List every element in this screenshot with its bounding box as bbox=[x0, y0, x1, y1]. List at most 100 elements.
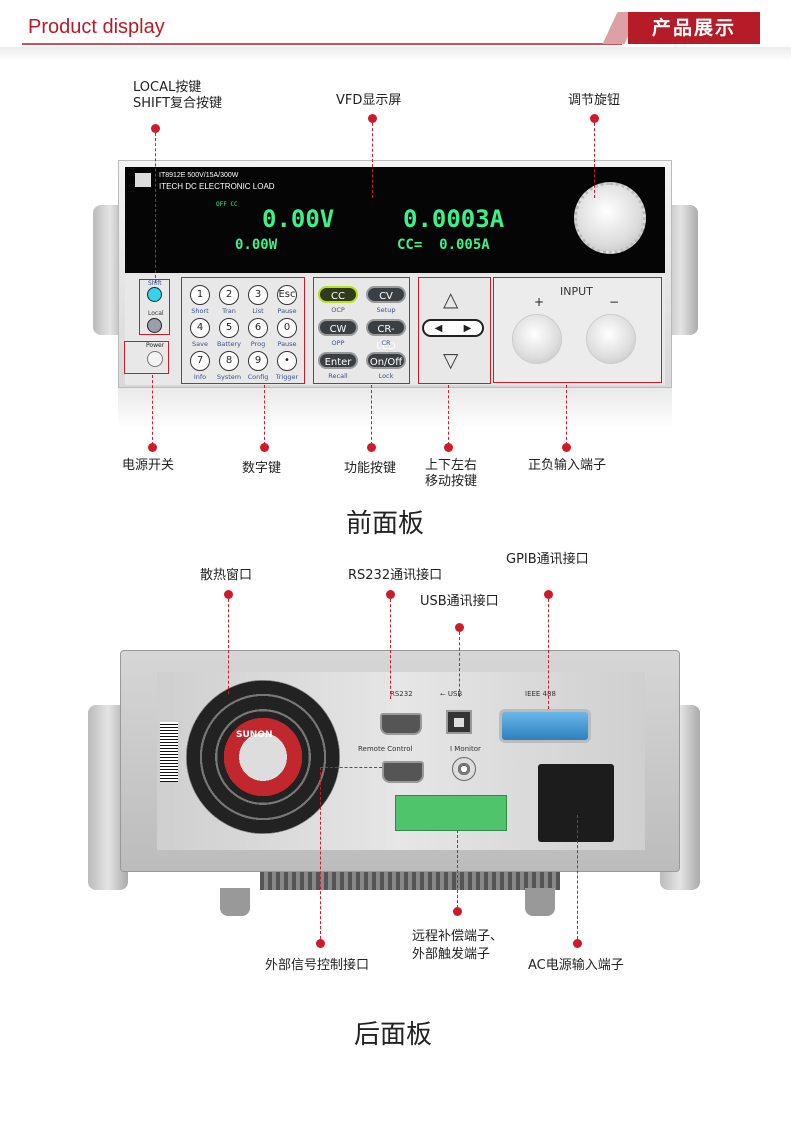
callout-line bbox=[320, 767, 321, 939]
remote-control-label: Remote Control bbox=[358, 745, 413, 753]
numeric-key[interactable]: 3 bbox=[248, 285, 268, 305]
numeric-key[interactable]: • bbox=[277, 351, 297, 371]
callout-dot bbox=[455, 623, 464, 632]
callout-line bbox=[548, 599, 549, 709]
numeric-key[interactable]: 8 bbox=[219, 351, 239, 371]
power-switch[interactable] bbox=[147, 351, 163, 367]
left-arrow-icon[interactable]: ◀ bbox=[434, 322, 443, 334]
rear-vent-fins bbox=[260, 872, 560, 890]
callout-line bbox=[228, 599, 229, 694]
header-underline bbox=[22, 43, 622, 45]
numeric-key[interactable]: 7 bbox=[190, 351, 210, 371]
numeric-key-sublabel: Short bbox=[191, 307, 209, 315]
usb-port[interactable] bbox=[446, 710, 472, 734]
callout-dot bbox=[151, 124, 160, 133]
arrow-keys-group bbox=[418, 277, 491, 384]
function-key[interactable]: CV bbox=[366, 286, 406, 303]
numeric-key-sublabel: Config bbox=[247, 373, 269, 381]
shift-button[interactable] bbox=[147, 287, 162, 302]
numeric-key[interactable]: 4 bbox=[190, 318, 210, 338]
callout-dot bbox=[386, 590, 395, 599]
i-monitor-label: I Monitor bbox=[450, 745, 481, 753]
itech-logo bbox=[135, 173, 151, 187]
numeric-key[interactable]: 5 bbox=[219, 318, 239, 338]
positive-terminal[interactable] bbox=[512, 314, 562, 364]
function-key[interactable]: CW bbox=[318, 319, 358, 336]
callout-dot bbox=[562, 443, 571, 452]
callout-line bbox=[457, 830, 458, 908]
callout-line bbox=[566, 385, 567, 445]
negative-terminal[interactable] bbox=[586, 314, 636, 364]
callout-numeric: 数字键 bbox=[242, 461, 282, 476]
i-monitor-bnc[interactable] bbox=[452, 757, 476, 781]
gpib-port[interactable] bbox=[499, 709, 591, 743]
function-key-sublabel: OPP bbox=[331, 339, 345, 347]
callout-dot bbox=[453, 907, 462, 916]
numeric-key-sublabel: Pause bbox=[277, 307, 297, 315]
callout-line bbox=[155, 133, 156, 283]
rs232-label: RS232 bbox=[390, 690, 413, 698]
remote-control-port[interactable] bbox=[382, 761, 424, 783]
function-key[interactable]: CR-LED bbox=[366, 319, 406, 352]
callout-line bbox=[264, 385, 265, 445]
local-label: Local bbox=[148, 310, 164, 317]
power-label: Power bbox=[146, 342, 165, 349]
usb-text: USB bbox=[447, 690, 463, 698]
input-label: INPUT bbox=[560, 285, 593, 298]
up-arrow-button[interactable]: △ bbox=[443, 287, 459, 311]
numeric-key-sublabel: Info bbox=[193, 373, 207, 381]
function-key[interactable]: On/Off bbox=[366, 352, 406, 369]
callout-vfd: VFD显示屏 bbox=[336, 93, 402, 108]
numeric-key-sublabel: System bbox=[216, 373, 242, 381]
function-key-sublabel: Setup bbox=[376, 306, 396, 314]
function-key-sublabel: Recall bbox=[328, 372, 348, 380]
model-label: IT8912E 500V/15A/300W bbox=[159, 172, 239, 179]
callout-local: LOCAL按键 bbox=[133, 80, 202, 95]
callout-dot bbox=[260, 443, 269, 452]
fan-brand-label: SUNON bbox=[236, 730, 273, 740]
local-button[interactable] bbox=[147, 318, 162, 333]
callout-usb: USB通讯接口 bbox=[420, 594, 499, 609]
callout-dot bbox=[148, 443, 157, 452]
callout-power: 电源开关 bbox=[122, 458, 175, 473]
right-arrow-icon[interactable]: ▶ bbox=[463, 322, 472, 334]
power-group bbox=[124, 341, 169, 374]
current-readout: 0.0003A bbox=[403, 205, 505, 233]
rs232-port[interactable] bbox=[380, 713, 422, 735]
foot-left bbox=[220, 888, 250, 916]
callout-dot bbox=[224, 590, 233, 599]
barcode-label bbox=[160, 722, 178, 782]
down-arrow-button[interactable]: ▽ bbox=[443, 348, 459, 372]
callout-remote-1: 远程补偿端子、 bbox=[412, 929, 504, 944]
function-keys-group bbox=[313, 277, 410, 384]
callout-line bbox=[594, 123, 595, 198]
callout-line bbox=[371, 385, 372, 445]
numeric-key-sublabel: Prog bbox=[250, 340, 266, 348]
shift-label: Shift bbox=[148, 280, 162, 287]
numeric-key[interactable]: 1 bbox=[190, 285, 210, 305]
left-right-rocker[interactable]: ◀▶ bbox=[422, 319, 484, 337]
callout-line bbox=[390, 599, 391, 699]
function-key[interactable]: Enter bbox=[318, 352, 358, 369]
gpib-label: IEEE 488 bbox=[525, 690, 556, 698]
header-title: Product display bbox=[28, 16, 165, 38]
numeric-key[interactable]: Esc bbox=[277, 285, 297, 305]
callout-gpib: GPIB通讯接口 bbox=[506, 552, 589, 567]
callout-terminals: 正负输入端子 bbox=[528, 458, 607, 473]
function-key[interactable]: CC bbox=[318, 286, 358, 303]
numeric-key[interactable]: 0 bbox=[277, 318, 297, 338]
front-reflection bbox=[118, 388, 672, 428]
power-readout: 0.00W bbox=[235, 237, 278, 253]
numeric-key[interactable]: 9 bbox=[248, 351, 268, 371]
ac-inlet[interactable] bbox=[538, 764, 614, 842]
callout-line bbox=[152, 375, 153, 445]
numeric-key[interactable]: 6 bbox=[248, 318, 268, 338]
numeric-key[interactable]: 2 bbox=[219, 285, 239, 305]
rear-section-title: 后面板 bbox=[354, 1020, 433, 1050]
callout-shift: SHIFT复合按键 bbox=[133, 96, 223, 111]
setting-readout: CC= 0.005A bbox=[397, 237, 490, 253]
remote-sense-terminal-block[interactable] bbox=[395, 795, 507, 831]
adjust-knob[interactable] bbox=[574, 182, 646, 254]
